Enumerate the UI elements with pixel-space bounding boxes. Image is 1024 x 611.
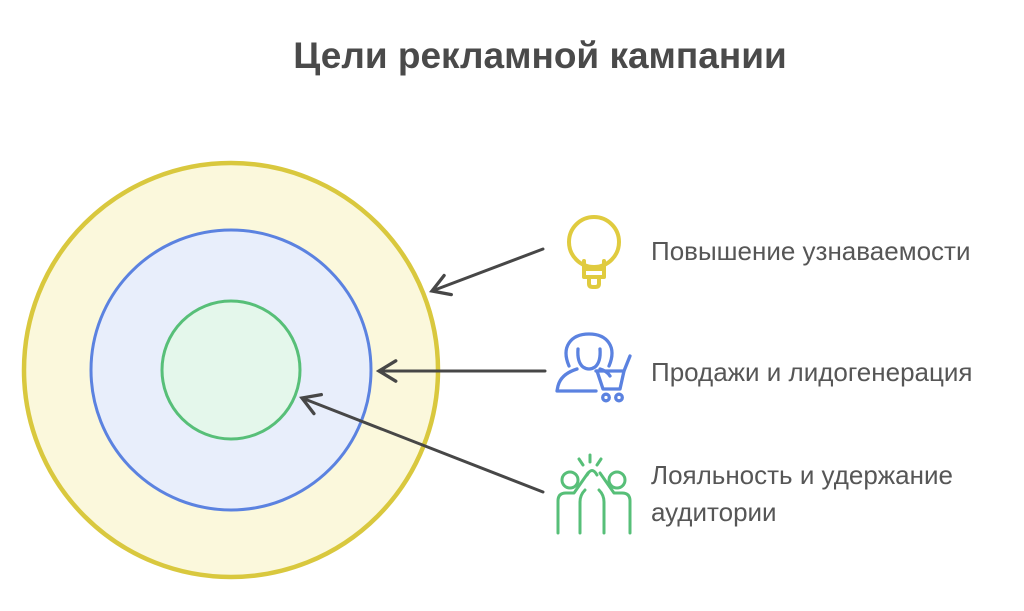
hands-clasp bbox=[585, 469, 599, 477]
legend-label-awareness: Повышение узнаваемости bbox=[651, 236, 971, 266]
head-right bbox=[607, 470, 627, 490]
ring-loyalty bbox=[160, 299, 302, 441]
page-title: Цели рекламной кампании bbox=[293, 35, 787, 76]
bulb-base bbox=[587, 275, 601, 289]
woman-shopping-cart-icon bbox=[555, 332, 632, 403]
high-five-people-icon bbox=[556, 453, 632, 535]
arrow-loyalty bbox=[299, 392, 545, 494]
body-left bbox=[556, 471, 590, 535]
arrow-awareness bbox=[429, 247, 545, 297]
connector-arrows bbox=[299, 247, 547, 494]
concentric-rings bbox=[21, 160, 441, 580]
spark-left bbox=[577, 457, 585, 467]
torso bbox=[555, 367, 598, 393]
spark-right bbox=[595, 457, 603, 467]
cart-wheel-right bbox=[614, 392, 624, 403]
legend-label-loyalty: Лояльность и удержание аудитории bbox=[651, 460, 953, 527]
hair bbox=[564, 332, 614, 368]
body-right bbox=[598, 471, 632, 535]
leg-inner-left bbox=[578, 488, 587, 535]
cart-basket bbox=[595, 369, 626, 391]
head-left bbox=[560, 470, 580, 490]
cart-wheel-left bbox=[601, 392, 611, 403]
leg-inner-right bbox=[597, 488, 606, 535]
bulb-glass bbox=[567, 215, 621, 269]
legend-label-sales-leads: Продажи и лидогенерация bbox=[651, 357, 973, 387]
face bbox=[576, 347, 602, 371]
lightbulb-icon bbox=[567, 215, 621, 289]
